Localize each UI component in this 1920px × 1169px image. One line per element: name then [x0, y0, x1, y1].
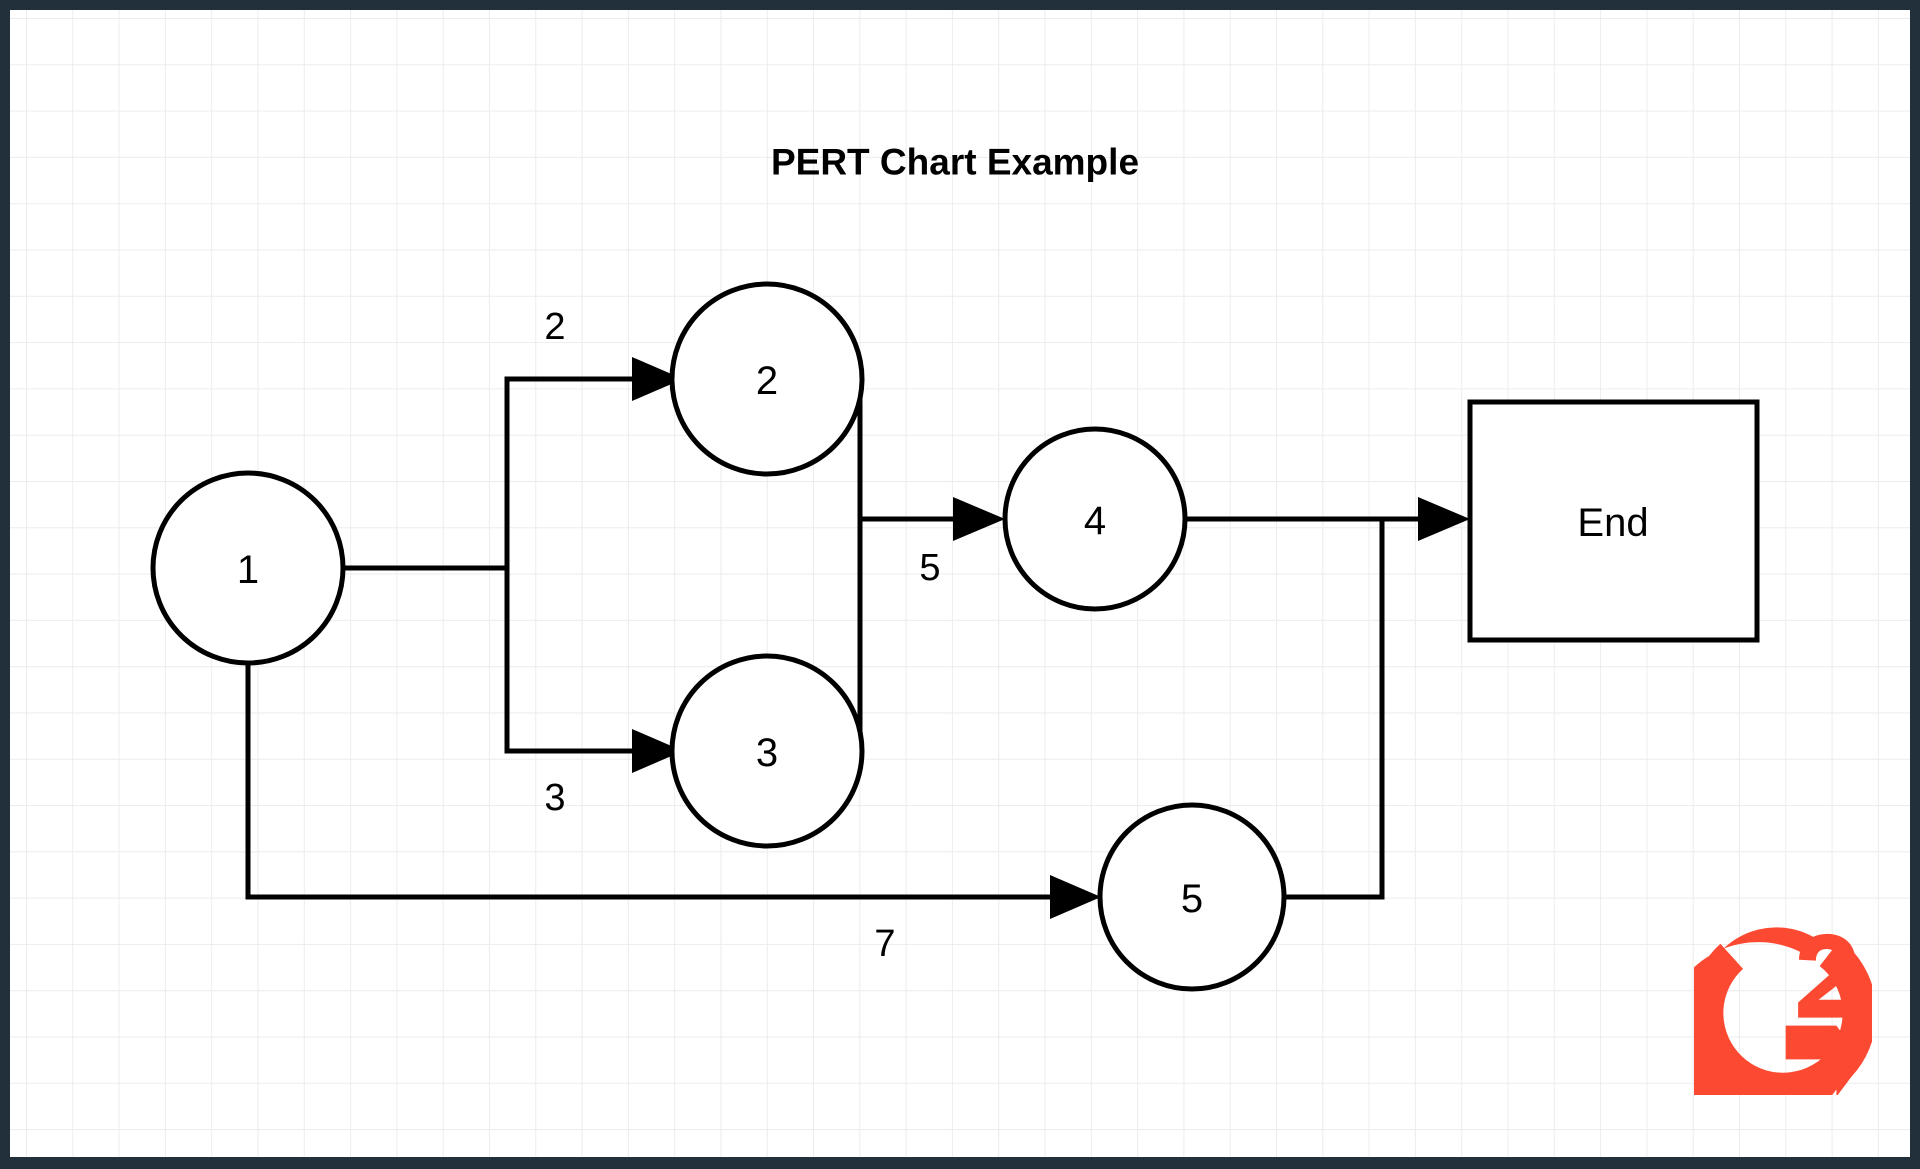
- node-4-label: 4: [1084, 499, 1106, 543]
- arrowhead-icon: [953, 497, 1005, 541]
- node-1[interactable]: 1: [150, 470, 346, 666]
- edge-label-2-to-4: 5: [919, 547, 940, 589]
- node-3-circle[interactable]: [669, 653, 865, 849]
- edge-5-to-end-path: [1284, 519, 1385, 900]
- node-1-circle[interactable]: [150, 470, 346, 666]
- node-4-circle[interactable]: [1002, 426, 1188, 612]
- g2-arrow-icon: [1785, 1025, 1864, 1095]
- arrowhead-icon: [632, 357, 683, 401]
- node-4[interactable]: 4: [1002, 426, 1188, 612]
- edge-label-1-to-2: 2: [544, 306, 565, 348]
- edge-label-1-to-5: 7: [874, 923, 895, 965]
- node-3[interactable]: 3: [669, 653, 865, 849]
- node-3-label: 3: [756, 731, 778, 775]
- edge-4-to-end: [1185, 497, 1470, 541]
- node-2-label: 2: [756, 359, 778, 403]
- edge-1-to-5-path: [245, 663, 1050, 900]
- edge-1-to-2: 2: [343, 306, 683, 571]
- page-title: PERT Chart Example: [771, 142, 1139, 183]
- node-1-label: 1: [237, 548, 259, 592]
- g2-two-icon: [1798, 933, 1857, 1018]
- edge-5-to-end: [1284, 519, 1385, 900]
- pert-chart-svg: PERT Chart Example 2 3 5: [150, 142, 1760, 992]
- diagram-grid-surface: PERT Chart Example 2 3 5: [10, 10, 1910, 1157]
- edge-1-to-3: 3: [343, 565, 683, 819]
- edge-label-1-to-3: 3: [544, 777, 565, 819]
- arrowhead-icon: [1050, 875, 1101, 919]
- node-2[interactable]: 2: [669, 281, 865, 477]
- node-2-circle[interactable]: [669, 281, 865, 477]
- edge-1-to-2-path: [343, 376, 632, 571]
- node-end[interactable]: End: [1467, 399, 1760, 643]
- node-5-label: 5: [1181, 877, 1203, 921]
- arrowhead-icon: [632, 729, 683, 773]
- edge-1-to-5: 7: [245, 663, 1101, 965]
- node-5[interactable]: 5: [1097, 802, 1287, 992]
- node-end-label: End: [1577, 501, 1648, 545]
- node-end-rect[interactable]: [1467, 399, 1760, 643]
- edge-1-to-3-path: [343, 565, 632, 754]
- arrowhead-icon: [1418, 497, 1470, 541]
- g2-logo: [1694, 919, 1872, 1095]
- edge-2-to-4: 5: [860, 497, 1005, 589]
- node-5-circle[interactable]: [1097, 802, 1287, 992]
